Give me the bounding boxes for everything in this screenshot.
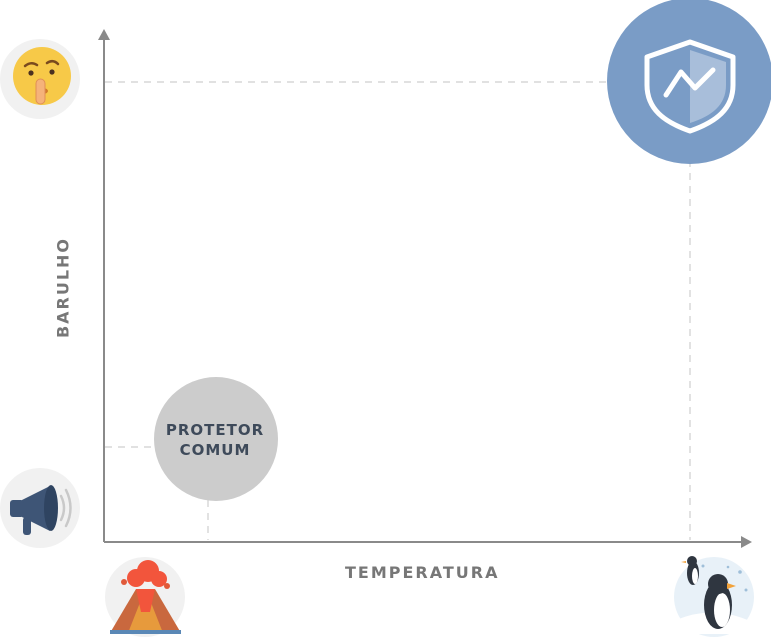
common-protector-bubble [154, 377, 278, 501]
common-protector-line1: PROTETOR [165, 421, 265, 439]
shield-pulse-icon [644, 39, 736, 134]
shushing-face-icon [0, 39, 80, 119]
common-protector-label: PROTETOR COMUM [150, 420, 280, 460]
x-axis-label: TEMPERATURA [345, 563, 500, 582]
x-axis-arrow [741, 536, 752, 548]
common-protector-line2: COMUM [179, 441, 251, 459]
volcano-icon [105, 557, 185, 637]
penguin-icon [674, 556, 754, 637]
y-axis-label: BARULHO [53, 236, 73, 339]
brand-protector-bubble [607, 0, 771, 164]
megaphone-icon [0, 468, 80, 548]
y-axis-arrow [98, 29, 110, 40]
